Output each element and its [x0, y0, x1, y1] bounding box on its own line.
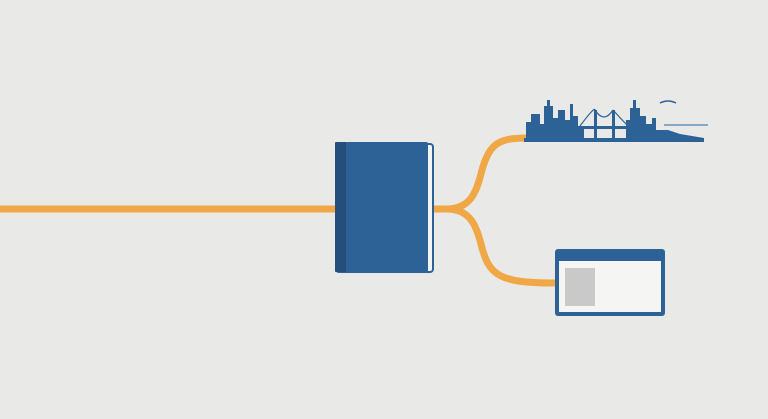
bridge-tower-right [612, 110, 615, 140]
book-spine [335, 142, 346, 272]
city-details [579, 100, 708, 127]
bridge-cables [579, 108, 629, 127]
bird-icon [659, 100, 677, 104]
book-icon [335, 142, 434, 273]
bridge-deck [578, 126, 628, 129]
connector-book-to-window [445, 205, 557, 287]
connectors [0, 134, 557, 287]
book-cover [335, 142, 428, 272]
connector-book-to-city [430, 134, 529, 213]
ground-base [524, 138, 704, 142]
city-skyline-icon [524, 100, 704, 142]
bridge-tower-left [594, 110, 597, 140]
window-image-placeholder [565, 268, 595, 306]
skyline-buildings-right [626, 100, 704, 140]
browser-window-icon [555, 249, 665, 316]
skyline-buildings-left [526, 100, 584, 140]
